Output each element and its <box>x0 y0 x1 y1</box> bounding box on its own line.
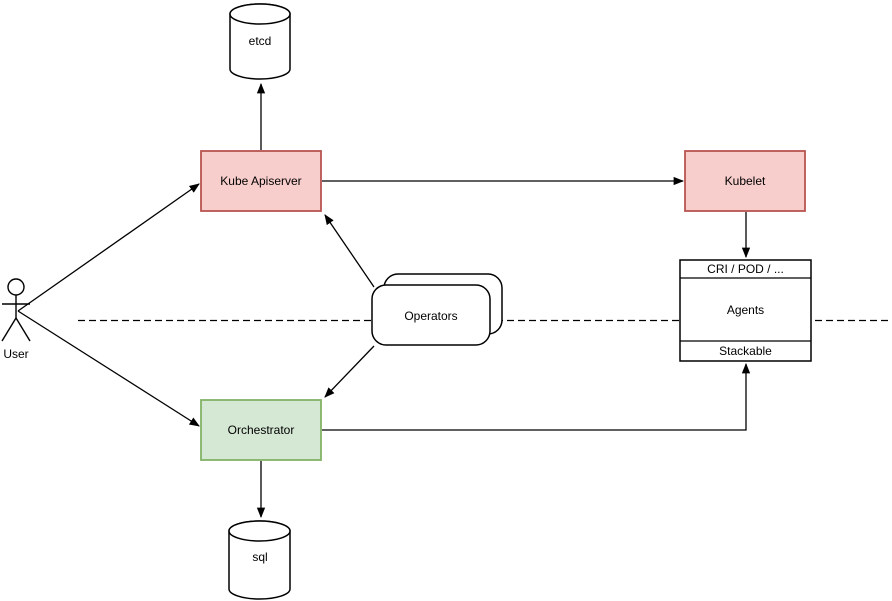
stack-section-stackable-label: Stackable <box>719 344 772 358</box>
edge-operators-to-apiserver[interactable] <box>324 214 375 288</box>
actor-leg-right-icon <box>15 317 31 342</box>
node-user[interactable]: User <box>1 278 31 361</box>
edge-operators-to-orchestrator[interactable] <box>324 345 375 398</box>
stack-section-cri-label: CRI / POD / ... <box>707 262 784 276</box>
user-label: User <box>3 347 28 361</box>
operators-label: Operators <box>404 309 457 323</box>
edge-user-to-apiserver[interactable] <box>17 183 200 312</box>
etcd-cylinder-top-icon <box>229 3 291 25</box>
stack-section-agents-label: Agents <box>727 303 764 317</box>
orchestrator-label: Orchestrator <box>228 423 295 437</box>
node-kube-apiserver[interactable]: Kube Apiserver <box>200 150 322 212</box>
node-kubelet[interactable]: Kubelet <box>684 150 806 212</box>
node-operators[interactable]: Operators <box>371 273 503 346</box>
edges <box>17 82 751 519</box>
actor-leg-left-icon <box>1 317 17 342</box>
node-sql[interactable]: sql <box>228 520 291 600</box>
node-orchestrator[interactable]: Orchestrator <box>200 399 322 461</box>
orchestrator-box <box>200 399 322 461</box>
sql-label: sql <box>252 550 267 564</box>
kubelet-box <box>684 150 806 212</box>
edge-user-to-orchestrator[interactable] <box>17 310 200 427</box>
actor-head-icon <box>7 278 25 296</box>
node-agents-stack[interactable]: CRI / POD / ... Agents Stackable <box>679 259 812 362</box>
operators-front-card <box>371 284 491 346</box>
agents-stack-box <box>679 259 812 362</box>
sql-cylinder-top-icon <box>228 520 291 542</box>
kube-apiserver-label: Kube Apiserver <box>220 174 301 188</box>
etcd-label: etcd <box>249 34 272 48</box>
edge-orchestrator-to-stackable[interactable] <box>322 362 751 431</box>
kubelet-label: Kubelet <box>725 174 766 188</box>
node-etcd[interactable]: etcd <box>229 3 291 80</box>
kube-apiserver-box <box>200 150 322 212</box>
